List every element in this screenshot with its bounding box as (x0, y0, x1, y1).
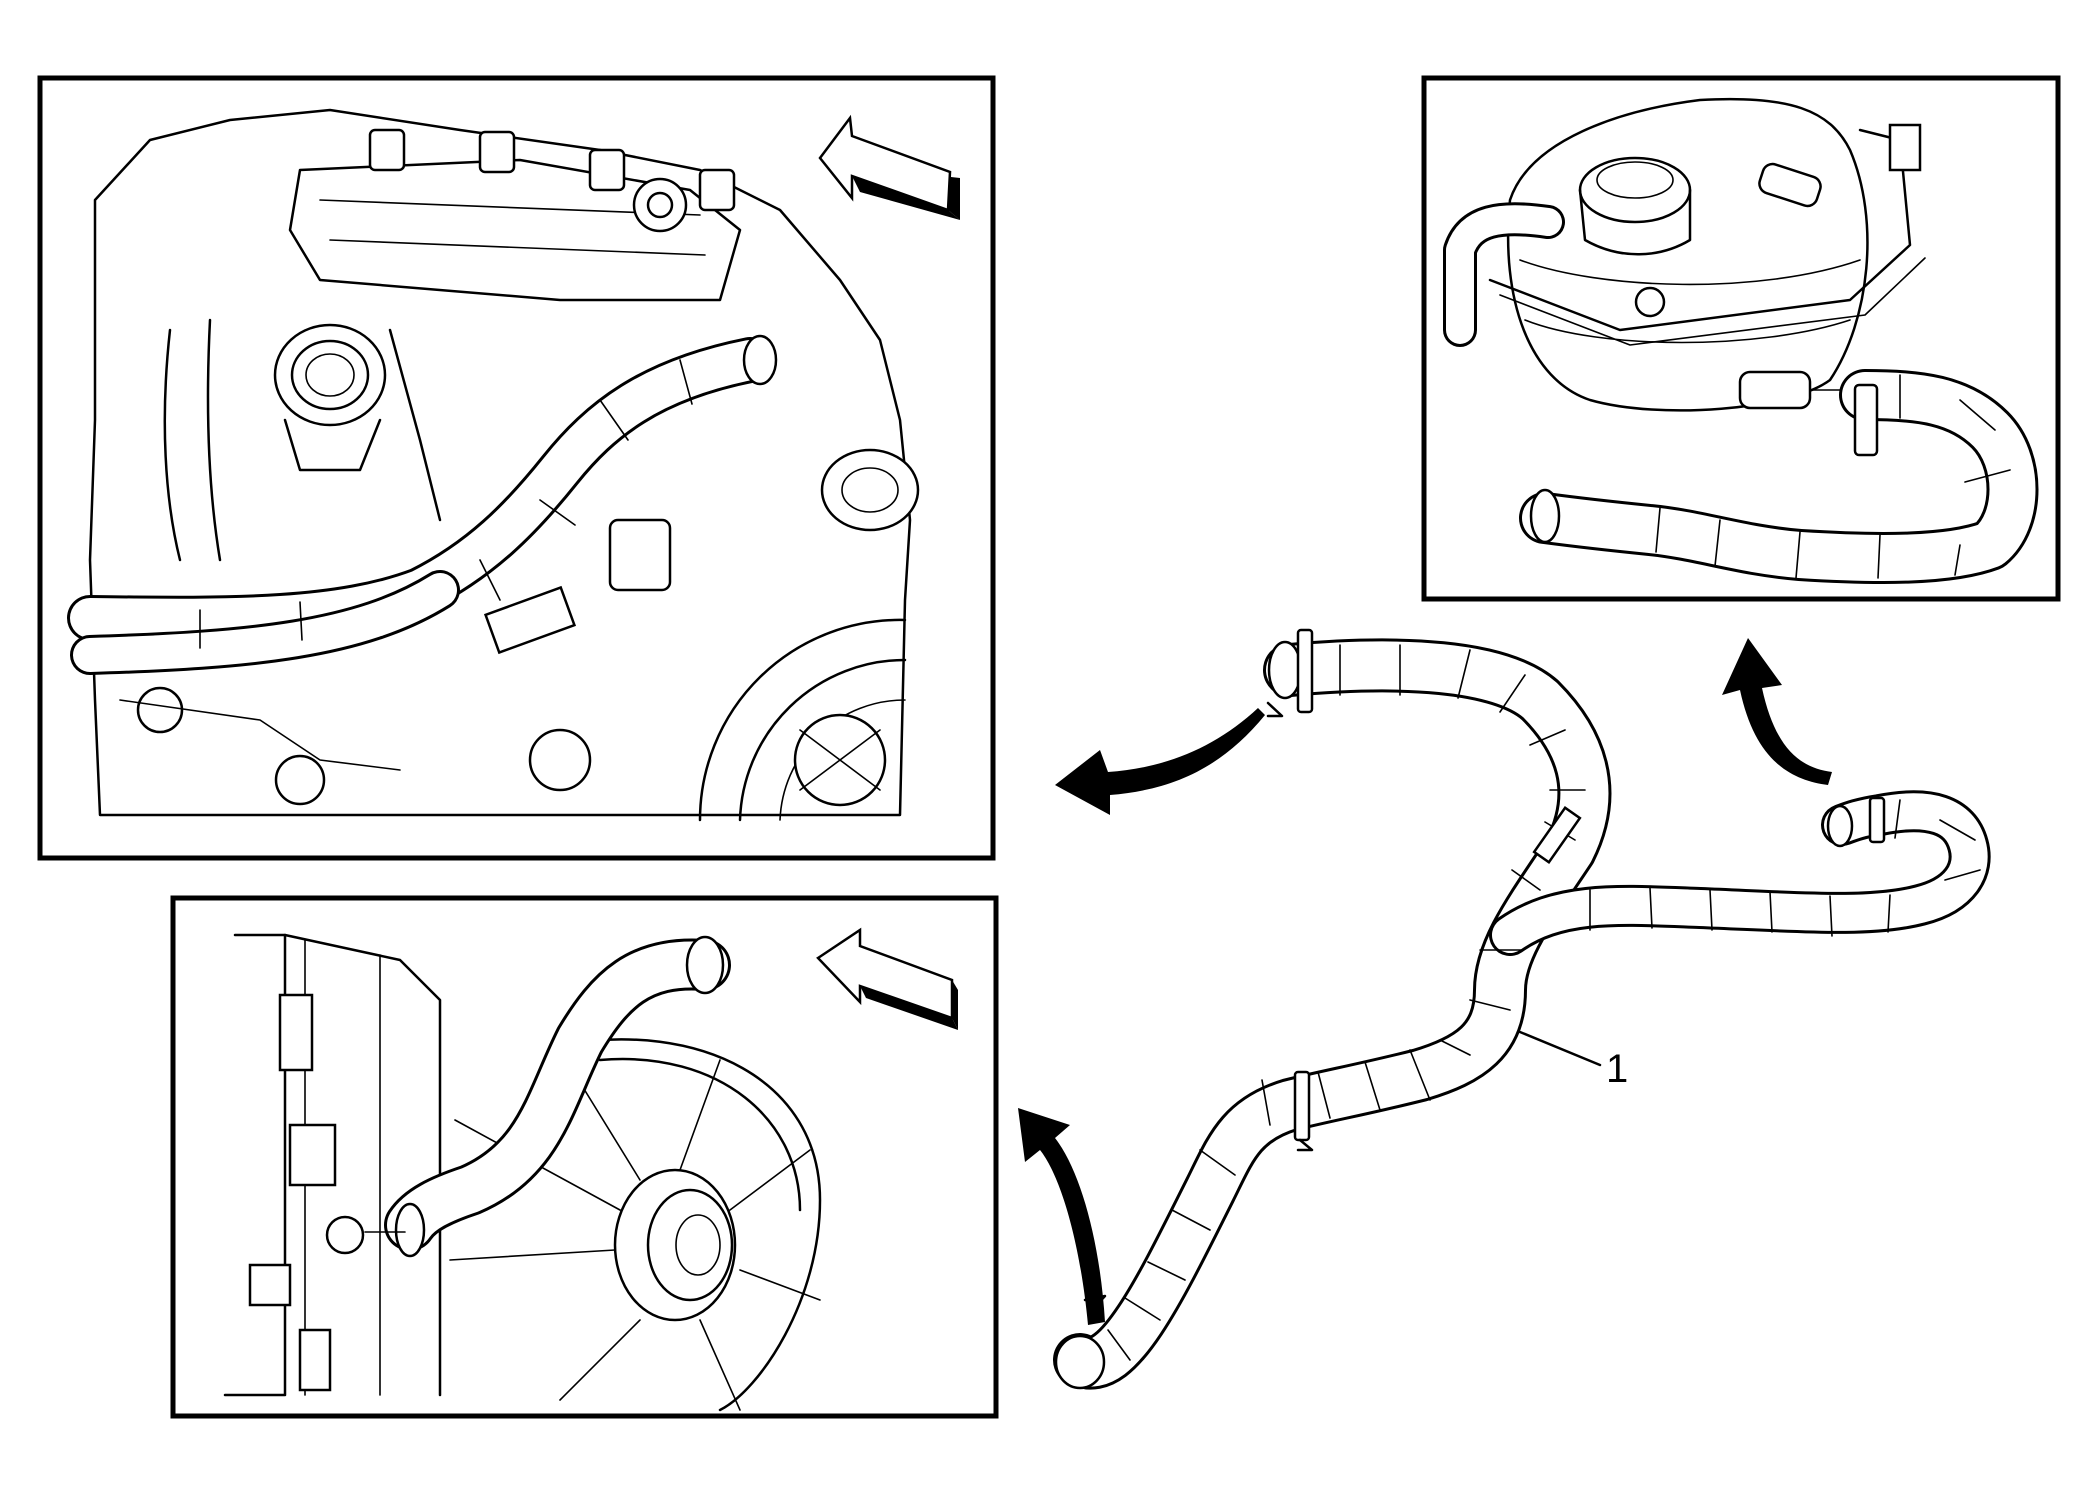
arrow-to-surge-tank (1722, 638, 1832, 785)
hose-end-engine (1267, 640, 1303, 700)
arrow-to-radiator (1018, 1108, 1105, 1325)
radiator-inset (170, 895, 999, 1419)
surge-tank-inset (1421, 75, 2061, 602)
view-direction-arrow-engine (818, 114, 960, 220)
surge-tank-cap (1578, 156, 1692, 256)
engine-illustration (67, 108, 920, 822)
fan-hub (613, 1168, 737, 1322)
arrow-to-engine (1055, 708, 1265, 815)
radiator-illustration (223, 933, 822, 1412)
engine-inset (37, 75, 996, 861)
main-hose-assembly: 1 (1018, 628, 1991, 1390)
radiator-inlet-hose (325, 935, 731, 1258)
surge-tank-illustration (1443, 97, 2039, 584)
callout-1: 1 (1606, 1047, 1628, 1091)
coil-packs (368, 128, 736, 233)
callout-leader-1 (1518, 1030, 1602, 1067)
throttle-body (273, 323, 387, 472)
engine-bay-hose (67, 334, 778, 675)
surge-tank-outlet-hose (1519, 369, 2039, 584)
view-direction-arrow-radiator (816, 927, 958, 1030)
coolant-hose (1053, 628, 1991, 1390)
hose-end-radiator (1054, 1334, 1106, 1390)
hose-end-surge-tank (1826, 804, 1854, 848)
flywheel (698, 618, 907, 822)
thermostat-housing (820, 448, 920, 532)
